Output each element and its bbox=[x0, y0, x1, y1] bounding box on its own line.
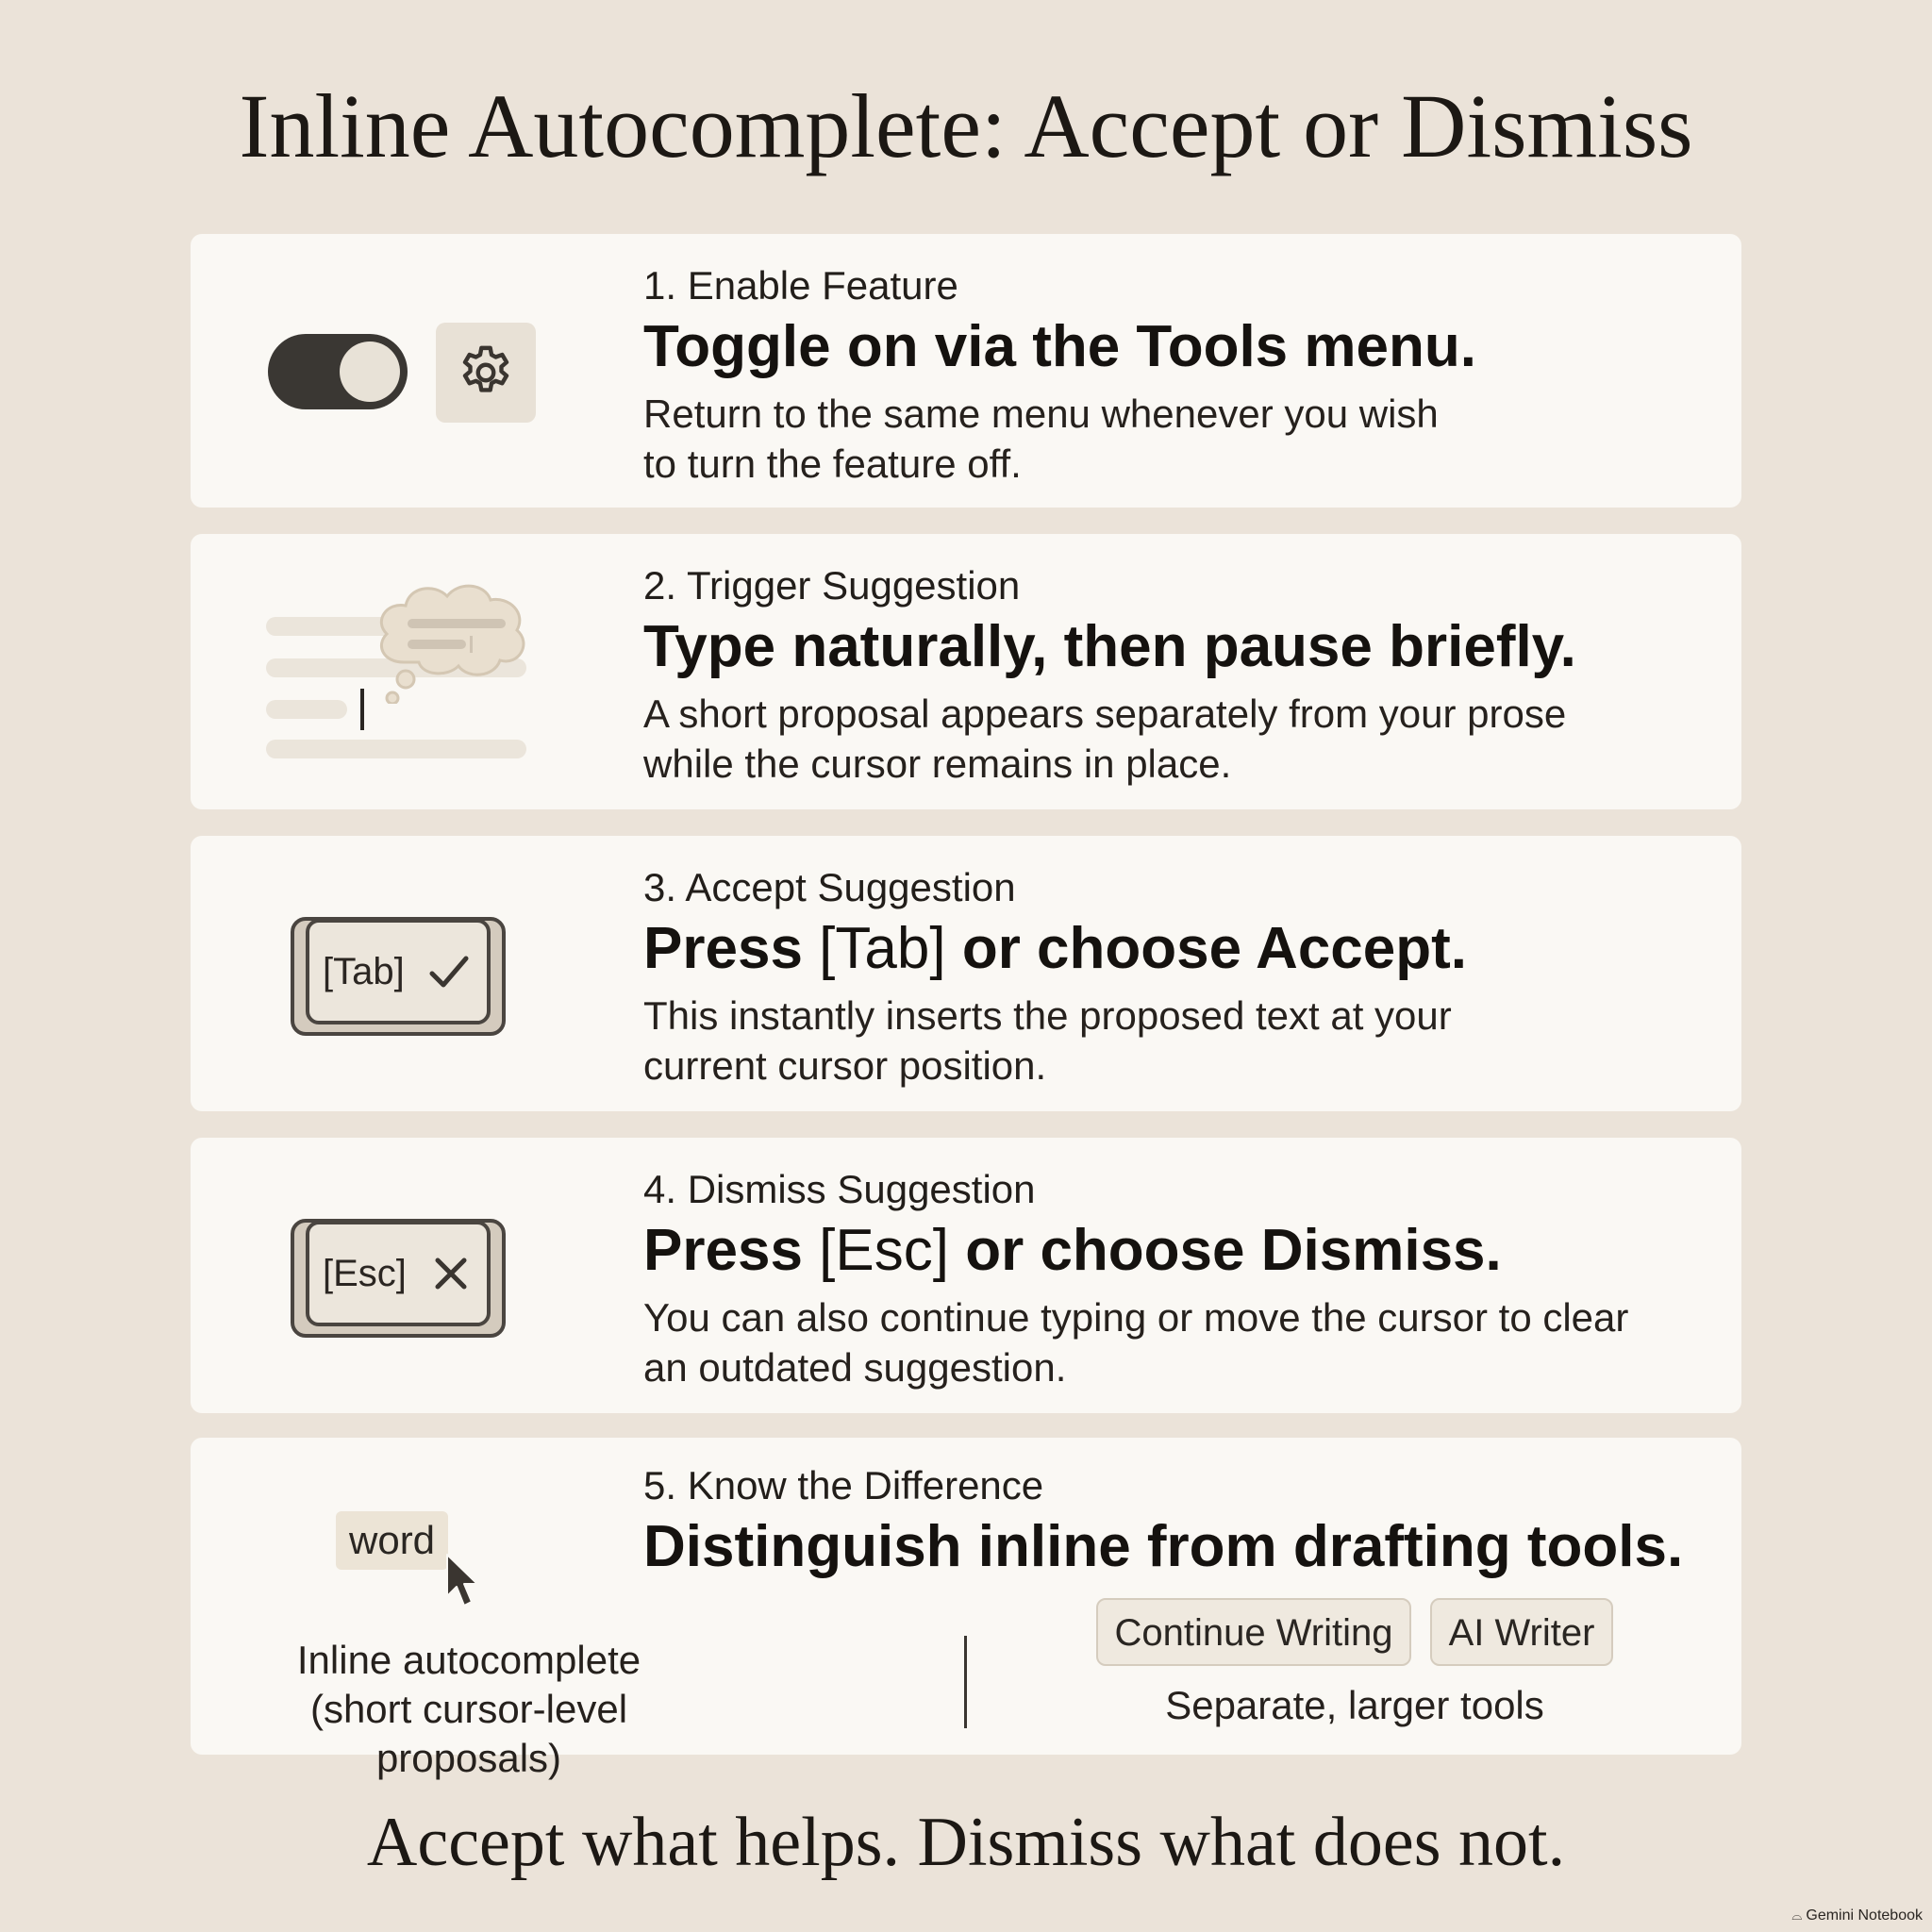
step-description: A short proposal appears separately from… bbox=[643, 691, 1567, 786]
headline-key: [Esc] bbox=[819, 1218, 949, 1283]
brand-logo-icon: ⌓ bbox=[1791, 1907, 1803, 1923]
tab-key-label: [Tab] bbox=[323, 951, 405, 992]
continue-writing-button[interactable]: Continue Writing bbox=[1096, 1598, 1411, 1666]
x-icon bbox=[435, 1257, 467, 1290]
mouse-pointer-icon bbox=[446, 1554, 478, 1607]
esc-key-label: [Esc] bbox=[323, 1253, 407, 1294]
step-number-label: 5. Know the Difference bbox=[643, 1463, 1044, 1507]
step-number-label: 4. Dismiss Suggestion bbox=[643, 1167, 1036, 1211]
toggle-switch-icon[interactable] bbox=[268, 334, 408, 409]
word-suggestion-chip[interactable]: word bbox=[336, 1511, 449, 1570]
gear-icon[interactable] bbox=[436, 323, 536, 423]
step-card-enable: 1. Enable Feature Toggle on via the Tool… bbox=[191, 234, 1741, 508]
step-description: You can also continue typing or move the… bbox=[643, 1295, 1629, 1390]
step-card-trigger: 2. Trigger Suggestion Type naturally, th… bbox=[191, 534, 1741, 809]
step-description: This instantly inserts the proposed text… bbox=[643, 993, 1452, 1088]
checkmark-icon bbox=[429, 956, 469, 988]
step-number-label: 1. Enable Feature bbox=[643, 263, 958, 308]
brand-mark: ⌓Gemini Notebook bbox=[1791, 1907, 1923, 1924]
page-title: Inline Autocomplete: Accept or Dismiss bbox=[239, 75, 1693, 176]
toggle-knob bbox=[340, 341, 400, 402]
step-headline: Press [Esc] or choose Dismiss. bbox=[643, 1218, 1502, 1283]
step-headline: Toggle on via the Tools menu. bbox=[643, 314, 1476, 379]
step-number-label: 3. Accept Suggestion bbox=[643, 865, 1016, 909]
step-headline: Distinguish inline from drafting tools. bbox=[643, 1514, 1684, 1579]
step-card-dismiss: [Esc] 4. Dismiss Suggestion Press [Esc] … bbox=[191, 1138, 1741, 1413]
thought-bubble-icon bbox=[380, 584, 525, 704]
step-card-difference: word 5. Know the Difference Distinguish … bbox=[191, 1438, 1741, 1780]
tools-caption: Separate, larger tools bbox=[1165, 1683, 1544, 1727]
headline-key: [Tab] bbox=[819, 916, 946, 981]
text-cursor bbox=[360, 689, 364, 730]
brand-name: Gemini Notebook bbox=[1806, 1907, 1923, 1924]
step-number-label: 2. Trigger Suggestion bbox=[643, 563, 1021, 608]
step-description: Return to the same menu whenever you wis… bbox=[643, 391, 1439, 486]
ai-writer-button[interactable]: AI Writer bbox=[1430, 1598, 1613, 1666]
footer-tagline: Accept what helps. Dismiss what does not… bbox=[366, 1804, 1566, 1881]
step-headline: Press [Tab] or choose Accept. bbox=[643, 916, 1468, 981]
step-card-accept: [Tab] 3. Accept Suggestion Press [Tab] o… bbox=[191, 836, 1741, 1111]
divider bbox=[964, 1636, 967, 1728]
esc-key-icon[interactable]: [Esc] bbox=[291, 1219, 506, 1338]
tab-key-icon[interactable]: [Tab] bbox=[291, 917, 506, 1036]
step-headline: Type naturally, then pause briefly. bbox=[643, 614, 1576, 679]
inline-autocomplete-caption: Inline autocomplete (short cursor-level … bbox=[296, 1638, 641, 1780]
